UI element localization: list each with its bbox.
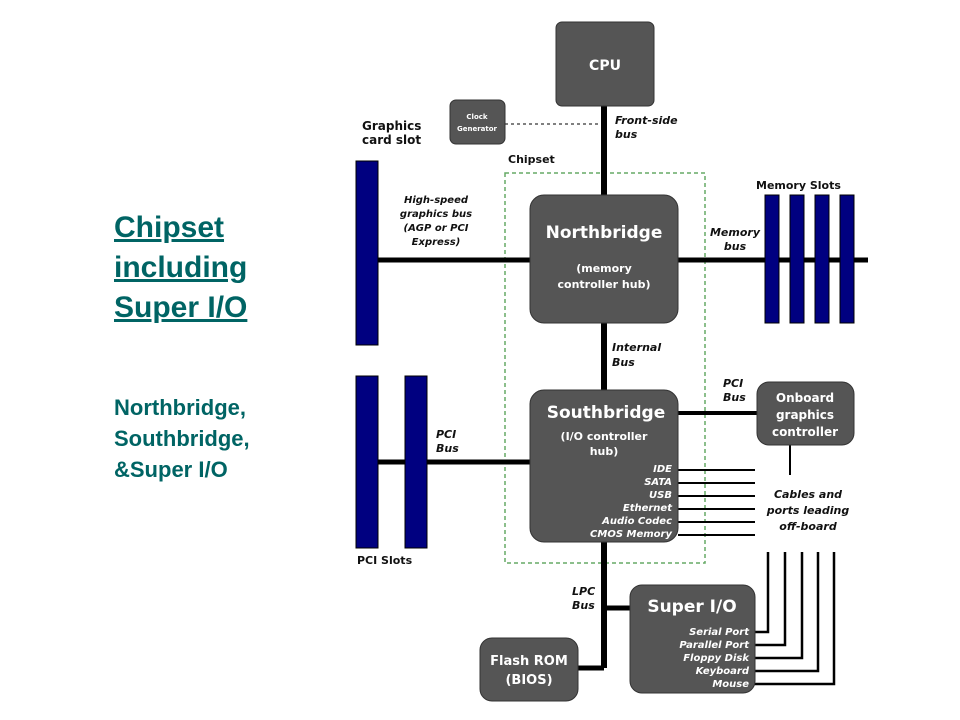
memory-slot [814,194,830,324]
southbridge-port-label: SATA [644,477,672,488]
southbridge-sub-label: (I/O controller [561,430,648,443]
graphics-slot-label: card slot [362,133,421,147]
super-io-box [629,584,756,694]
graphics-bus-label: (AGP or PCI [404,223,469,234]
pci-bus-left-label: PCI [436,428,456,441]
super-io-port-label: Floppy Disk [683,653,750,664]
clock-label: Clock [466,113,487,121]
cpu-box [555,21,655,107]
super-io-port-label: Mouse [712,679,749,690]
cables-label: off-board [779,520,837,533]
clock-label: Generator [457,125,498,133]
onboard-gfx-label: graphics [776,408,834,422]
clock-generator-box [449,99,506,145]
subtitle-line: Southbridge, [114,426,250,451]
chipset-label: Chipset [508,153,555,166]
northbridge-sub-label: (memory [576,262,632,275]
lpc-bus-label: LPC [572,585,595,598]
internal-bus-label: Internal [612,341,661,354]
pci-slots-label: PCI Slots [357,554,413,567]
title-line: including [114,251,248,284]
pci-bus-right-label: Bus [723,391,746,404]
southbridge-port-label: Ethernet [623,503,673,514]
southbridge-label: Southbridge [547,403,666,423]
memory-bus-label: bus [724,240,747,253]
super-io-port-label: Parallel Port [679,640,750,651]
graphics-slot-label: Graphics [362,119,421,133]
graphics-card-slot [355,160,379,346]
northbridge-sub-label: controller hub) [558,278,651,291]
northbridge-box [529,194,679,324]
southbridge-box [529,389,679,543]
internal-bus-label: Bus [612,356,635,369]
pci-slot [355,375,379,549]
memory-slot [789,194,805,324]
front-side-bus-label: Front-side [615,114,678,127]
slide-subtitle: Northbridge, Southbridge, &Super I/O [114,392,324,485]
subtitle-line: Northbridge, [114,395,246,420]
southbridge-port-label: Audio Codec [601,516,672,527]
southbridge-port-label: USB [649,490,672,501]
front-side-bus-label: bus [615,128,638,141]
memory-slot [839,194,855,324]
pci-bus-left-label: Bus [436,442,459,455]
southbridge-sub-label: hub) [590,445,619,458]
flash-rom-label: (BIOS) [505,673,552,688]
onboard-gfx-label: Onboard [776,391,834,405]
cables-label: ports leading [766,504,850,517]
lpc-bus-label: Bus [572,599,595,612]
cables-label: Cables and [774,488,842,501]
super-io-port-label: Keyboard [696,666,750,677]
southbridge-port-label: CMOS Memory [590,529,672,540]
graphics-bus-label: graphics bus [400,209,472,220]
graphics-bus-label: High-speed [404,195,469,206]
memory-bus-label: Memory [710,226,761,239]
memory-slots-label: Memory Slots [756,179,841,192]
onboard-graphics-box [756,381,855,446]
graphics-bus-label: Express) [412,237,461,248]
onboard-gfx-label: controller [772,425,838,439]
subtitle-line: &Super I/O [114,457,228,482]
flash-rom-label: Flash ROM [490,654,568,669]
super-io-label: Super I/O [647,597,736,617]
pci-bus-right-label: PCI [723,377,743,390]
title-line: Super I/O [114,291,248,324]
slide-title-link[interactable]: Chipset including Super I/O [114,208,314,328]
northbridge-label: Northbridge [546,223,663,243]
title-line: Chipset [114,211,225,244]
pci-slot [404,375,428,549]
cpu-label: CPU [589,58,621,74]
flash-rom-box [479,637,579,702]
southbridge-port-label: IDE [653,464,672,475]
memory-slot [764,194,780,324]
super-io-port-label: Serial Port [689,627,750,638]
